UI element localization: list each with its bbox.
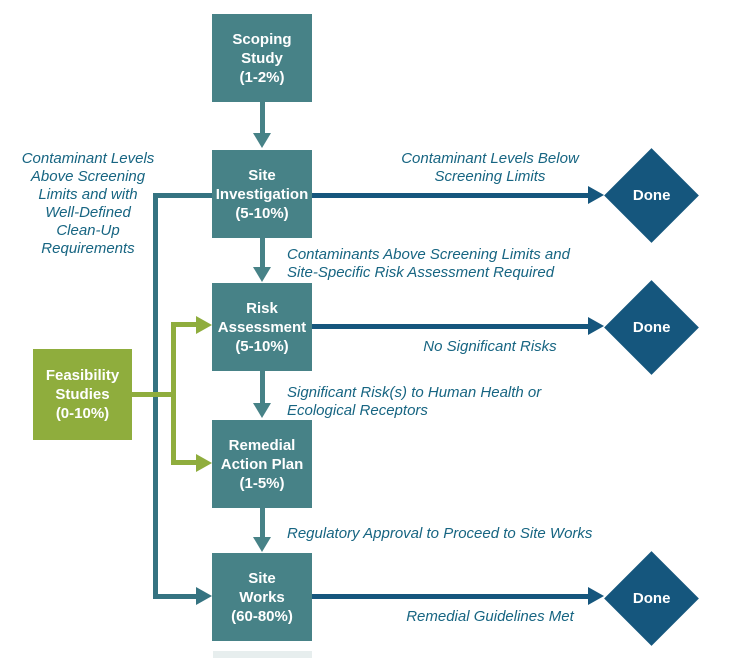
branch-siteinv-left-segment <box>153 193 212 198</box>
done-diamond-3-label: Done <box>632 590 671 607</box>
done-diamond-2-label: Done <box>632 319 671 336</box>
arrow-siteinv-to-done1-shaft <box>312 193 590 198</box>
feasibility-vertical-segment <box>171 322 176 465</box>
annotation-below-screening-limits: Contaminant Levels Below Screening Limit… <box>401 150 579 185</box>
arrow-scoping-to-siteinv-shaft <box>260 102 265 133</box>
risk-assessment-box: Risk Assessment (5-10%) <box>212 283 312 371</box>
feasibility-to-rap-head-icon <box>196 454 212 472</box>
arrow-risk-to-done2-head-icon <box>588 317 604 335</box>
feasibility-studies-box: Feasibility Studies (0-10%) <box>33 349 132 440</box>
done-diamond-1: Done <box>604 148 699 243</box>
arrow-rap-to-siteworks-head-icon <box>253 537 271 552</box>
arrow-scoping-to-siteinv-head-icon <box>253 133 271 148</box>
done-diamond-3: Done <box>604 551 699 646</box>
scoping-study-box: Scoping Study (1-2%) <box>212 14 312 102</box>
feasibility-to-risk-segment <box>171 322 196 327</box>
annotation-remedial-guidelines-met: Remedial Guidelines Met <box>406 608 574 625</box>
arrow-siteinv-to-risk-shaft <box>260 238 265 267</box>
cropped-bottom-strip <box>213 651 312 658</box>
annotation-above-screening-limits: Contaminants Above Screening Limits and … <box>287 246 570 281</box>
annotation-left-block: Contaminant Levels Above Screening Limit… <box>21 150 155 257</box>
done-diamond-1-label: Done <box>632 187 671 204</box>
site-investigation-box: Site Investigation (5-10%) <box>212 150 312 238</box>
feasibility-to-risk-head-icon <box>196 316 212 334</box>
arrow-siteworks-to-done3-head-icon <box>588 587 604 605</box>
arrow-siteworks-to-done3-shaft <box>312 594 590 599</box>
annotation-regulatory-approval: Regulatory Approval to Proceed to Site W… <box>287 525 593 542</box>
arrow-risk-to-rap-shaft <box>260 371 265 403</box>
arrow-siteinv-to-done1-head-icon <box>588 186 604 204</box>
arrow-rap-to-siteworks-shaft <box>260 508 265 537</box>
annotation-no-significant-risks: No Significant Risks <box>423 338 557 355</box>
branch-to-siteworks-segment <box>153 594 196 599</box>
arrow-siteinv-to-risk-head-icon <box>253 267 271 282</box>
remedial-action-plan-box: Remedial Action Plan (1-5%) <box>212 420 312 508</box>
arrow-risk-to-rap-head-icon <box>253 403 271 418</box>
branch-to-siteworks-head-icon <box>196 587 212 605</box>
arrow-risk-to-done2-shaft <box>312 324 590 329</box>
done-diamond-2: Done <box>604 280 699 375</box>
feasibility-to-rap-segment <box>171 460 196 465</box>
feasibility-out-segment <box>132 392 176 397</box>
site-works-box: Site Works (60-80%) <box>212 553 312 641</box>
annotation-significant-risks: Significant Risk(s) to Human Health or E… <box>287 384 542 419</box>
